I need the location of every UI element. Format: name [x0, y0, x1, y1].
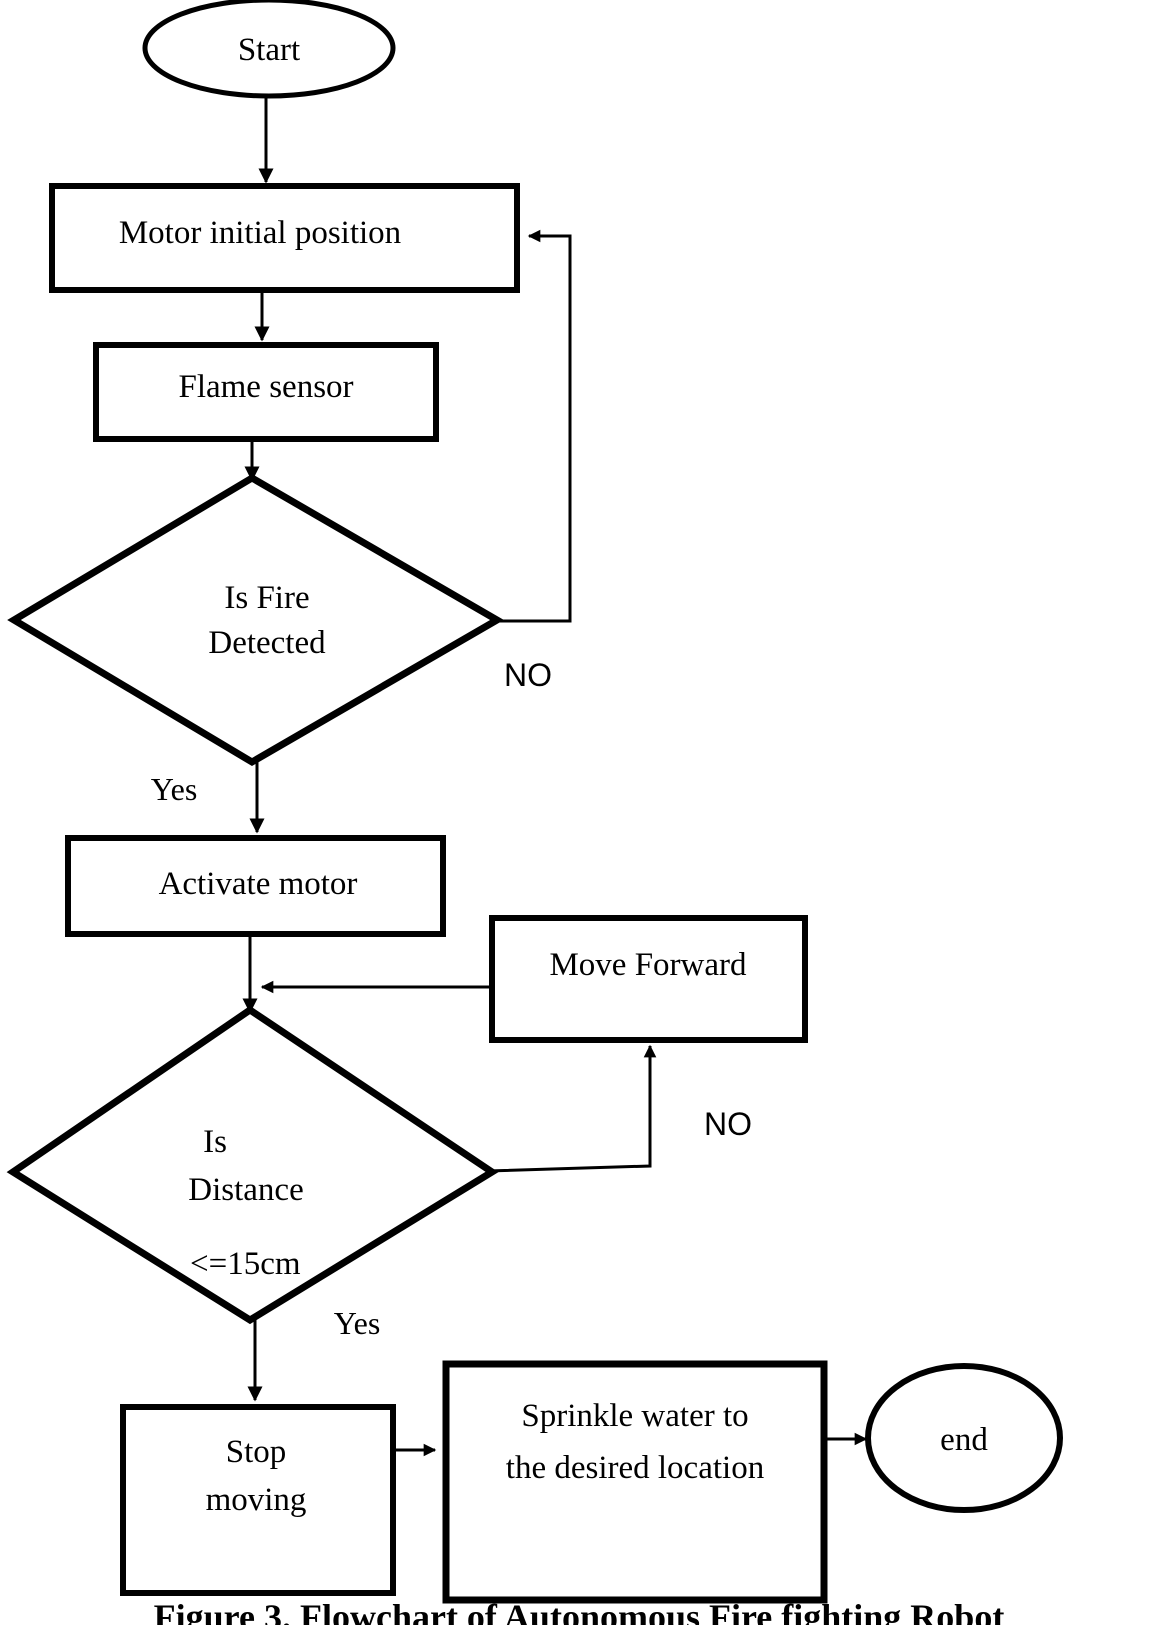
node-is-fire-detected-label-line2: Detected — [208, 625, 326, 661]
node-flame-sensor: Flame sensor — [93, 342, 439, 442]
node-is-distance: Is Distance — [6, 1005, 499, 1325]
node-motor-initial-position-label: Motor initial position — [119, 215, 401, 251]
node-stop-moving-label-line2: moving — [206, 1482, 307, 1518]
node-activate-motor-label: Activate motor — [159, 866, 358, 902]
node-flame-sensor-label: Flame sensor — [178, 369, 353, 405]
node-is-fire-detected-label-line1: Is Fire — [224, 580, 309, 616]
edge-label-distance-yes: Yes — [334, 1305, 381, 1341]
node-sprinkle-water-label-line1: Sprinkle water to — [521, 1398, 748, 1434]
node-is-distance-label-line1: Is — [203, 1124, 227, 1160]
node-sprinkle-water-label-line2: the desired location — [506, 1450, 764, 1486]
node-is-distance-label-line3: <=15cm — [190, 1248, 301, 1278]
node-stop-moving-label-line1: Stop — [226, 1434, 287, 1470]
node-end: end — [865, 1363, 1063, 1513]
edge-fire-no-loopback — [490, 229, 572, 623]
node-activate-motor: Activate motor — [65, 835, 446, 937]
figure-caption: Figure 3. Flowchart of Autonomous Fire f… — [153, 1597, 1005, 1625]
node-move-forward-label: Move Forward — [549, 947, 747, 983]
node-start-label: Start — [238, 32, 300, 68]
edge-label-fire-yes: Yes — [151, 771, 198, 807]
node-start: Start — [142, 0, 396, 99]
edge-label-fire-no: NO — [504, 657, 552, 693]
node-stop-moving: Stop moving — [120, 1404, 396, 1596]
node-motor-initial-position: Motor initial position — [49, 183, 520, 293]
edge-label-distance-no: NO — [704, 1106, 752, 1142]
node-move-forward: Move Forward — [489, 915, 808, 1043]
node-sprinkle-water: Sprinkle water to the desired location — [442, 1360, 828, 1604]
node-is-distance-label-line2: Distance — [188, 1172, 303, 1208]
node-is-distance-label-line3-clip: <=15cm — [150, 1248, 410, 1278]
edge-distance-no-loopback — [486, 1044, 657, 1173]
node-is-fire-detected: Is Fire Detected — [7, 473, 504, 767]
node-end-label: end — [940, 1422, 988, 1458]
